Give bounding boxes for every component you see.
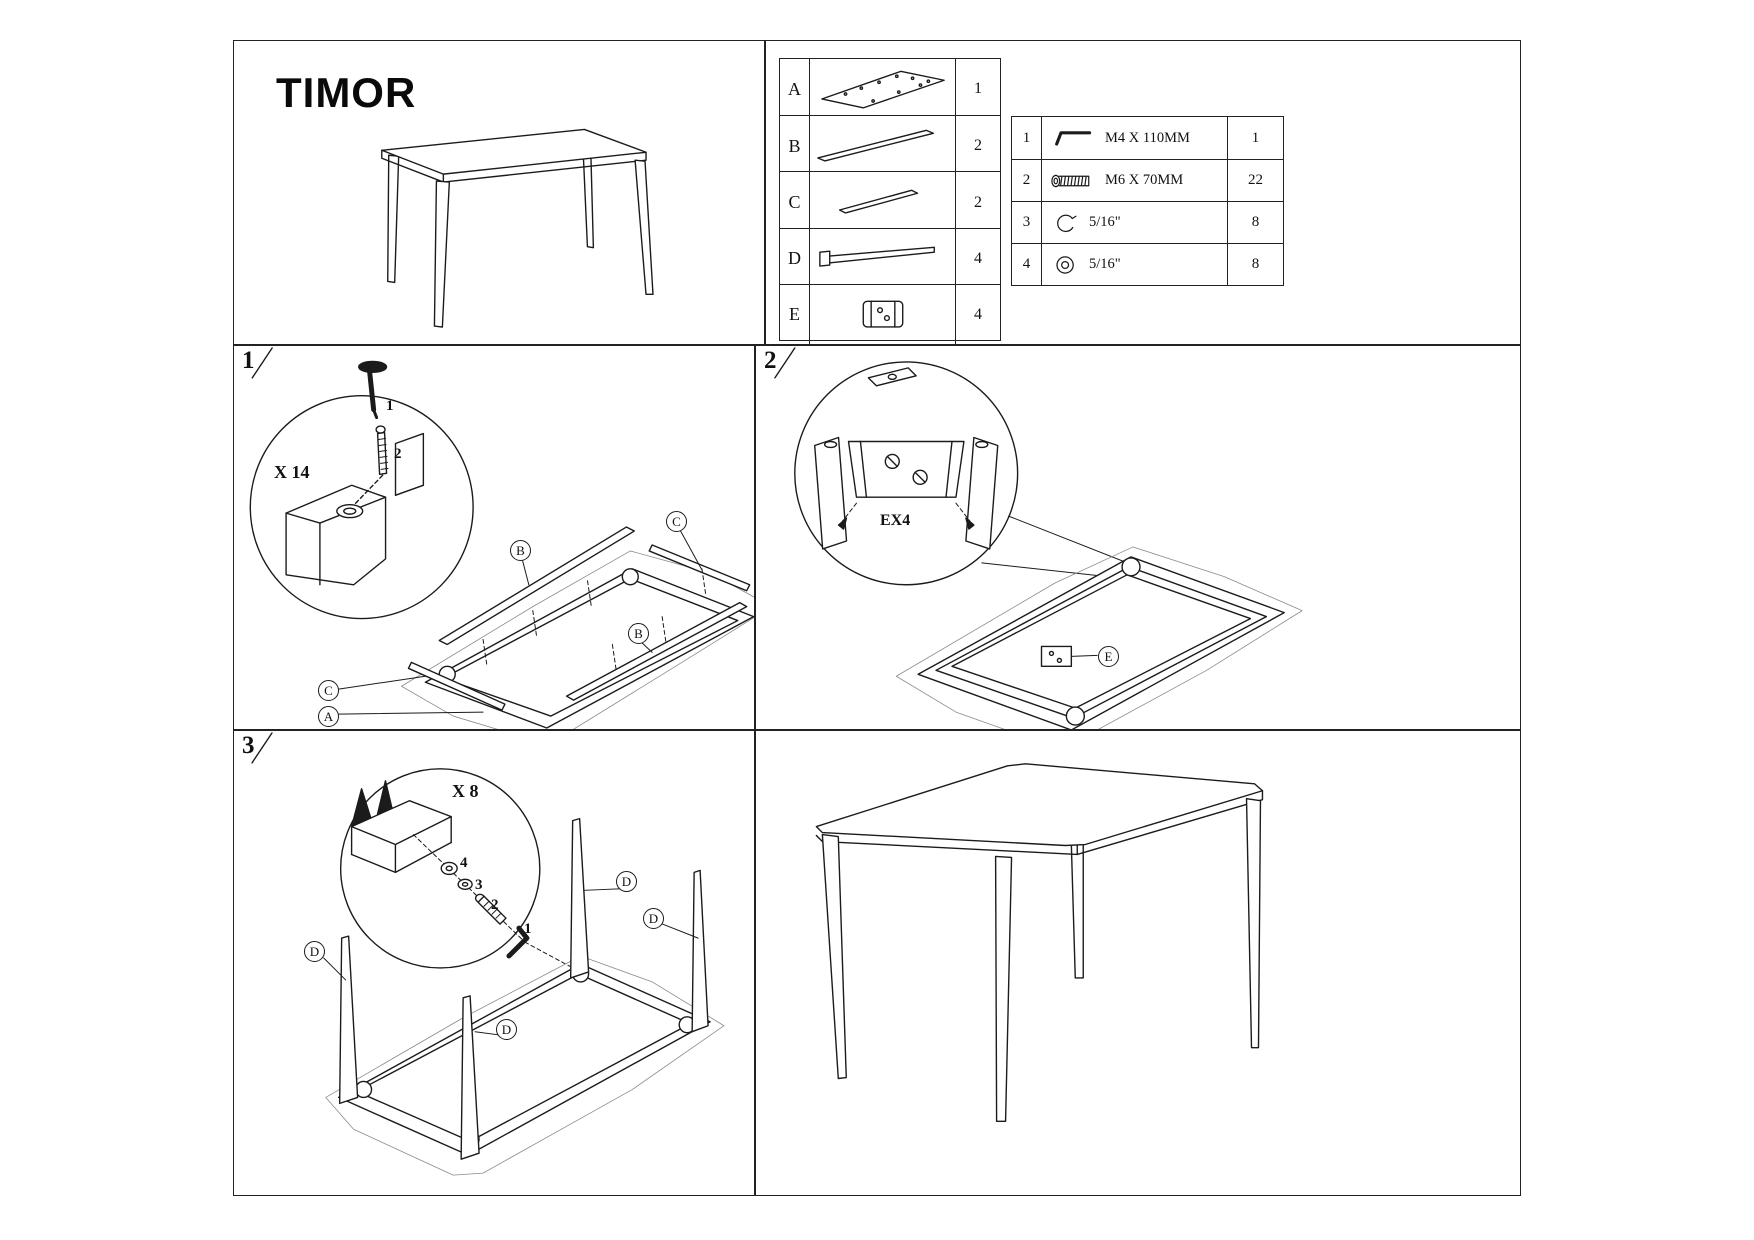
part-label-d: D	[304, 941, 325, 962]
hardware-qty: 1	[1227, 117, 1283, 159]
part-label-d: D	[496, 1019, 517, 1040]
flat-washer-icon	[1056, 255, 1074, 274]
allen-key-icon	[1055, 131, 1092, 146]
step1-number: 1	[242, 347, 255, 374]
part-qty: 2	[955, 172, 1000, 233]
part-label-d: D	[616, 871, 637, 892]
assembled-table-drawing	[381, 128, 654, 328]
spring-washer-icon	[1057, 214, 1077, 232]
leg-icon	[810, 229, 955, 289]
parts-row-d: D 4	[780, 227, 1000, 289]
hardware-label: M4 X 110MM	[1105, 129, 1190, 146]
part-label-a: A	[318, 706, 339, 727]
hardware-num: 4	[1012, 244, 1042, 285]
hardware-row-1: 1 M4 X 110MM 1	[1012, 117, 1283, 159]
parts-row-b: B 2	[780, 115, 1000, 177]
part-qty: 4	[955, 284, 1000, 346]
long-rail-icon	[810, 116, 955, 176]
hardware-qty: 8	[1227, 244, 1283, 285]
part-label-b: B	[628, 623, 649, 644]
step3-panel: 3 X 8 4 3 2 1 D D D D	[233, 730, 755, 1196]
parts-row-c: C 2	[780, 171, 1000, 233]
callout-bolt: 2	[394, 446, 402, 462]
step3-multiplier: X 8	[452, 781, 479, 801]
finished-table-drawing	[815, 763, 1264, 1123]
step1-multiplier: X 14	[274, 462, 310, 482]
part-letter: B	[780, 116, 810, 177]
callout-flat-washer: 4	[460, 855, 468, 871]
title-panel: TIMOR	[233, 40, 765, 345]
hardware-label: M6 X 70MM	[1105, 172, 1184, 188]
part-label-c: C	[666, 511, 687, 532]
hardware-qty: 8	[1227, 202, 1283, 243]
part-label-e: E	[1098, 646, 1119, 667]
step2-panel: 2 EX4 E	[755, 345, 1521, 730]
hardware-label: 5/16"	[1089, 256, 1121, 272]
part-qty: 2	[955, 116, 1000, 177]
parts-row-a: A 1	[780, 59, 1000, 120]
hardware-row-3: 3 5/16" 8	[1012, 201, 1283, 243]
parts-panel: A 1 B 2 C	[765, 40, 1521, 346]
hardware-qty: 22	[1227, 160, 1283, 201]
bolt-icon	[1051, 174, 1090, 187]
step2-multiplier: EX4	[880, 512, 911, 529]
hardware-row-4: 4 5/16" 8	[1012, 243, 1283, 285]
final-result-panel	[755, 730, 1521, 1196]
hardware-num: 2	[1012, 160, 1042, 201]
hardware-num: 3	[1012, 202, 1042, 243]
tabletop-icon	[810, 59, 955, 119]
part-letter: E	[780, 284, 810, 346]
part-label-d: D	[643, 908, 664, 929]
hardware-table: 1 M4 X 110MM 1 2 M6 X 70MM 22	[1011, 116, 1284, 286]
parts-table: A 1 B 2 C	[779, 58, 1001, 346]
callout-bolt: 2	[491, 897, 499, 913]
short-rail-icon	[810, 172, 955, 232]
callout-allen-key: 1	[386, 398, 394, 414]
step2-drawing	[774, 347, 1303, 729]
hardware-num: 1	[1012, 117, 1042, 159]
step3-number: 3	[242, 732, 255, 759]
corner-bracket-icon	[810, 285, 955, 345]
step1-drawing	[249, 347, 754, 729]
part-label-c: C	[318, 680, 339, 701]
page-title: TIMOR	[276, 69, 417, 116]
step1-panel: 1 X 14 1 2 C B B C A	[233, 345, 755, 730]
callout-allen-key: 1	[524, 921, 532, 937]
part-letter: D	[780, 228, 810, 289]
parts-row-e: E 4	[780, 283, 1000, 346]
part-letter: A	[780, 59, 810, 120]
hardware-row-2: 2 M6 X 70MM 22	[1012, 159, 1283, 201]
step2-number: 2	[764, 347, 777, 374]
callout-spring-washer: 3	[475, 877, 483, 893]
step3-drawing	[251, 732, 725, 1176]
part-qty: 1	[955, 59, 1000, 120]
hardware-label: 5/16"	[1089, 214, 1121, 230]
part-qty: 4	[955, 228, 1000, 289]
part-label-b: B	[510, 540, 531, 561]
part-letter: C	[780, 172, 810, 233]
